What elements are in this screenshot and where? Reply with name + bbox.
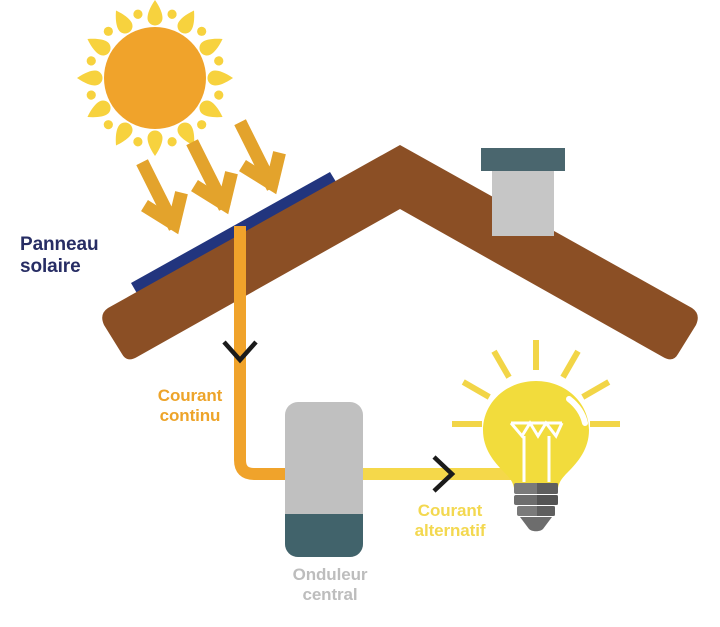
bulb-filament [509, 420, 564, 482]
sunlight-arrows [136, 119, 286, 235]
chimney-body [492, 168, 554, 236]
bulb-light-rays [452, 340, 620, 427]
dc-flow-arrow-icon [222, 340, 258, 364]
label-onduleur-central: Onduleur central [292, 565, 368, 605]
sun-icon [77, 0, 233, 156]
house-roof [102, 145, 698, 360]
inverter-base-panel [285, 514, 363, 557]
bulb-socket-shade [537, 483, 558, 516]
bulb-socket [514, 483, 558, 532]
ac-flow-arrow-icon [432, 455, 456, 493]
inverter-unit[interactable] [285, 402, 363, 557]
sunlight-arrow-3 [234, 119, 286, 195]
bulb-highlight [566, 396, 588, 426]
chimney-cap [481, 148, 565, 171]
label-courant-alternatif: Courant alternatif [414, 501, 486, 541]
sun-disc [104, 27, 206, 129]
chimney [481, 148, 565, 236]
sunlight-arrow-1 [136, 159, 188, 235]
sun-rays [77, 0, 233, 156]
light-bulb[interactable] [452, 340, 620, 532]
dc-wire [234, 226, 300, 480]
sunlight-arrow-2 [186, 139, 238, 215]
label-panneau-solaire: Panneau solaire [20, 234, 99, 278]
label-courant-continu: Courant continu [157, 386, 223, 426]
